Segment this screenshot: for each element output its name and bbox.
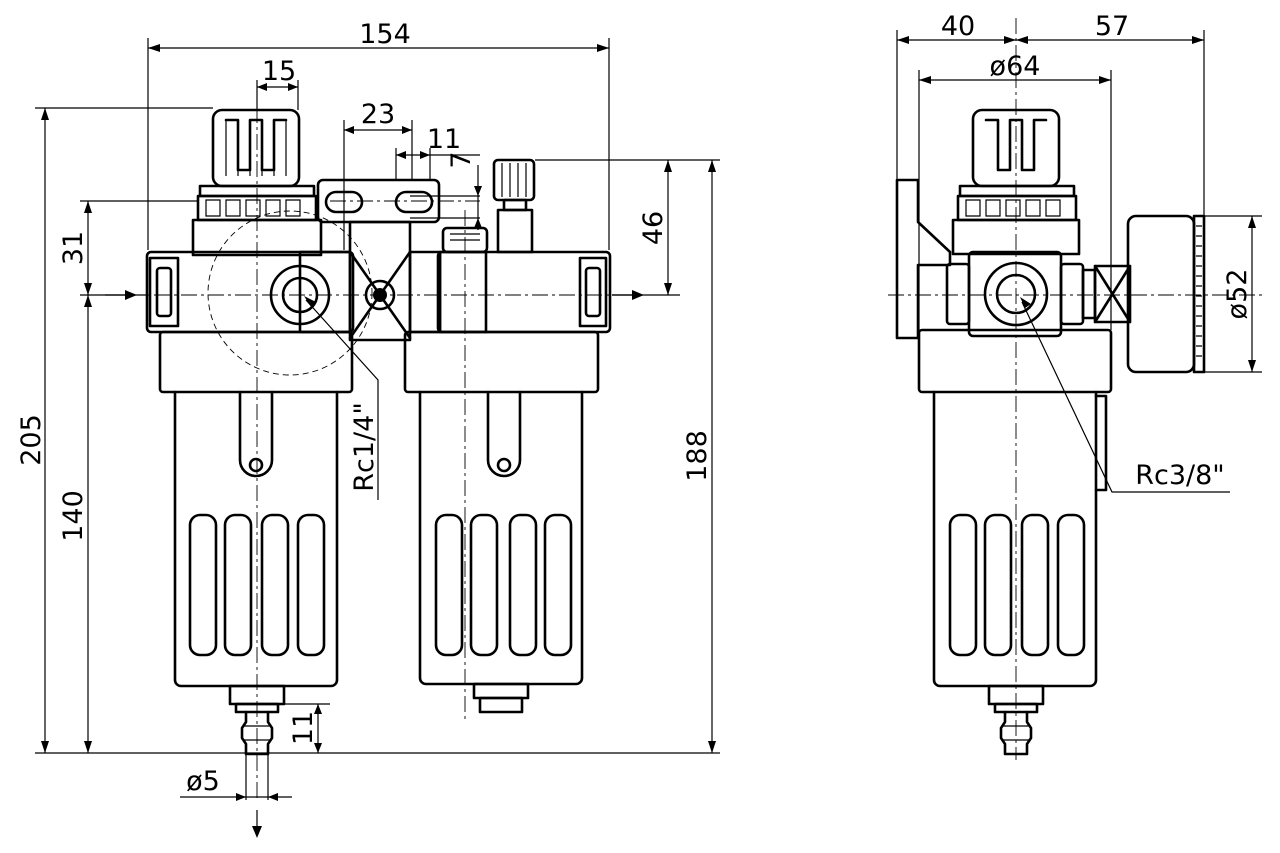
side-dimensions xyxy=(896,30,1262,493)
dim-drain-diameter: ø5 xyxy=(186,766,220,797)
dim-port-height: 31 xyxy=(58,231,89,265)
dim-slot-spacing: 23 xyxy=(361,99,395,130)
dim-bowl-diameter: ø64 xyxy=(990,51,1041,82)
dim-overall-height: 205 xyxy=(16,414,47,466)
dim-overall-width: 154 xyxy=(359,19,411,50)
dim-bracket-depth: 40 xyxy=(941,11,975,42)
front-dimensions xyxy=(35,38,720,801)
dim-knob-width: 15 xyxy=(262,56,296,87)
dim-lubricator-overall-height: 188 xyxy=(682,430,713,482)
front-view: 154 15 23 11 7 46 188 205 31 140 11 ø5 R… xyxy=(16,19,720,838)
dim-gauge-diameter: ø52 xyxy=(1222,269,1253,320)
dim-adjust-width: 11 xyxy=(427,124,461,155)
dim-lubricator-height: 46 xyxy=(638,211,669,245)
dim-bracket-offset: 7 xyxy=(446,151,477,168)
dim-gauge-projection: 57 xyxy=(1095,11,1129,42)
gauge-port-thread: Rc1/4" xyxy=(349,402,380,491)
filter-regulator xyxy=(145,108,355,756)
dim-drain-height: 11 xyxy=(288,711,319,745)
lubricator xyxy=(403,158,612,714)
dim-bowl-height: 140 xyxy=(58,490,89,542)
connector-block xyxy=(298,178,442,342)
main-port-thread: Rc3/8" xyxy=(1135,460,1224,491)
side-view: 40 57 ø64 ø52 Rc3/8" xyxy=(888,11,1265,760)
